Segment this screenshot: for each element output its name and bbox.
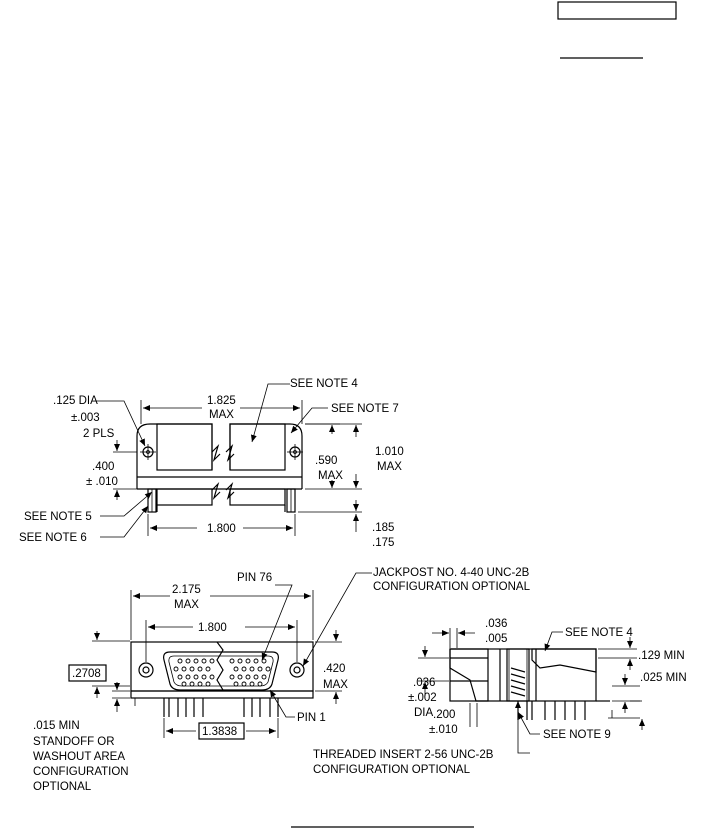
label-standoff-4: OPTIONAL (33, 781, 92, 793)
contact-dot (241, 681, 247, 687)
label-see-note-9: SEE NOTE 9 (543, 729, 611, 741)
contact-dot (185, 658, 191, 664)
label-hole-spacing: 1.800 (198, 622, 227, 634)
label-pin-185: .185 (372, 522, 394, 534)
contact-dot (189, 681, 195, 687)
view-b-labels: PIN 76 2.175 MAX 1.800 .2708 .420 MAX PI… (33, 572, 348, 793)
label-pin-1: PIN 1 (297, 712, 326, 724)
label-dia: .125 DIA (53, 395, 98, 407)
label-ref-13838: 1.3838 (202, 726, 237, 738)
contact-dot (209, 658, 215, 664)
contact-dot (205, 666, 211, 672)
contact-dot (261, 658, 267, 664)
view-a-dims (96, 383, 362, 538)
contact-dot (237, 674, 243, 680)
ref-box-13838 (198, 722, 245, 740)
contact-dot (197, 681, 203, 687)
contact-dot (229, 658, 235, 664)
view-a-top (136, 423, 303, 513)
label-ht-400: .400 (92, 461, 114, 473)
label-ref-2708: .2708 (72, 668, 101, 680)
label-ht-420: .420 (323, 663, 345, 675)
contact-dot (173, 666, 179, 672)
contact-dot (201, 674, 207, 680)
view-c-section (449, 648, 610, 720)
contact-dot (253, 674, 259, 680)
contact-dot (185, 674, 191, 680)
label-standoff-0: .015 MIN (33, 720, 80, 732)
contact-dot (177, 658, 183, 664)
contact-dot (249, 666, 255, 672)
label-d-200: .200 (433, 709, 455, 721)
label-threaded-0: THREADED INSERT 2-56 UNC-2B (313, 749, 494, 761)
contact-dot (241, 666, 247, 672)
contact-dot (181, 666, 187, 672)
label-dia-036: .036 (413, 677, 435, 689)
contact-dot (181, 681, 187, 687)
view-c-labels: JACKPOST NO. 4-40 UNC-2B CONFIGURATION O… (313, 567, 687, 776)
label-pin-76: PIN 76 (237, 572, 272, 584)
label-d-129: .129 MIN (638, 650, 685, 662)
contact-dot (193, 674, 199, 680)
contact-dot (205, 681, 211, 687)
label-see-note-5: SEE NOTE 5 (24, 511, 92, 523)
view-a-labels: .125 DIA ±.003 2 PLS 1.825 MAX SEE NOTE … (19, 378, 404, 549)
label-ht-1010: 1.010 (375, 446, 404, 458)
label-jackpost-0: JACKPOST NO. 4-40 UNC-2B (373, 567, 530, 579)
view-b-front (130, 641, 314, 717)
ref-box-2708 (68, 664, 107, 682)
label-d-005: .005 (485, 633, 507, 645)
contact-dot (261, 674, 267, 680)
contact-dot (257, 681, 263, 687)
label-ht-590-max: MAX (318, 470, 343, 482)
label-see-note-4: SEE NOTE 4 (565, 627, 633, 639)
contact-dot (197, 666, 203, 672)
contact-dot (177, 674, 183, 680)
header-box (557, 1, 677, 20)
contact-dot (193, 658, 199, 664)
contact-dot (257, 666, 263, 672)
label-standoff-3: CONFIGURATION (33, 766, 129, 778)
label-see-note-6: SEE NOTE 6 (19, 532, 87, 544)
contact-dot (233, 666, 239, 672)
view-b-dims (92, 572, 372, 738)
label-jackpost-1: CONFIGURATION OPTIONAL (373, 581, 531, 593)
view-c-dims (418, 628, 645, 754)
contact-dot (229, 674, 235, 680)
label-pin-175: .175 (372, 537, 394, 549)
label-ht-1010-max: MAX (377, 461, 402, 473)
label-dia-lbl: DIA (414, 707, 434, 719)
label-d-025: .025 MIN (640, 672, 687, 684)
contact-dot (233, 681, 239, 687)
label-d-036: .036 (485, 618, 507, 630)
contact-dot (265, 666, 271, 672)
label-standoff-1: STANDOFF OR (33, 736, 115, 748)
label-standoff-2: WASHOUT AREA (33, 751, 125, 763)
label-base-width: 1.800 (207, 523, 236, 535)
contact-dot (253, 658, 259, 664)
contact-dot (209, 674, 215, 680)
contact-dot (201, 658, 207, 664)
label-overall-width: 1.825 (207, 395, 236, 407)
label-see-note-4: SEE NOTE 4 (290, 378, 358, 390)
label-ht-400-tol: ± .010 (86, 476, 118, 488)
label-dia-tol: ±.003 (71, 412, 100, 424)
contact-dot (245, 674, 251, 680)
contact-dot (245, 658, 251, 664)
label-ht-420-max: MAX (323, 679, 348, 691)
contact-dot (237, 658, 243, 664)
contact-dot (189, 666, 195, 672)
label-dia-tol: ±.002 (408, 692, 437, 704)
label-overall-width-max: MAX (174, 599, 199, 611)
label-d-200-tol: ±.010 (429, 724, 458, 736)
label-overall-width-max: MAX (209, 409, 234, 421)
label-threaded-1: CONFIGURATION OPTIONAL (313, 764, 471, 776)
contact-grid (173, 658, 271, 687)
label-ht-590: .590 (315, 455, 337, 467)
label-overall-width: 2.175 (172, 584, 201, 596)
label-pls: 2 PLS (83, 428, 115, 440)
label-see-note-7: SEE NOTE 7 (331, 403, 399, 415)
contact-dot (249, 681, 255, 687)
